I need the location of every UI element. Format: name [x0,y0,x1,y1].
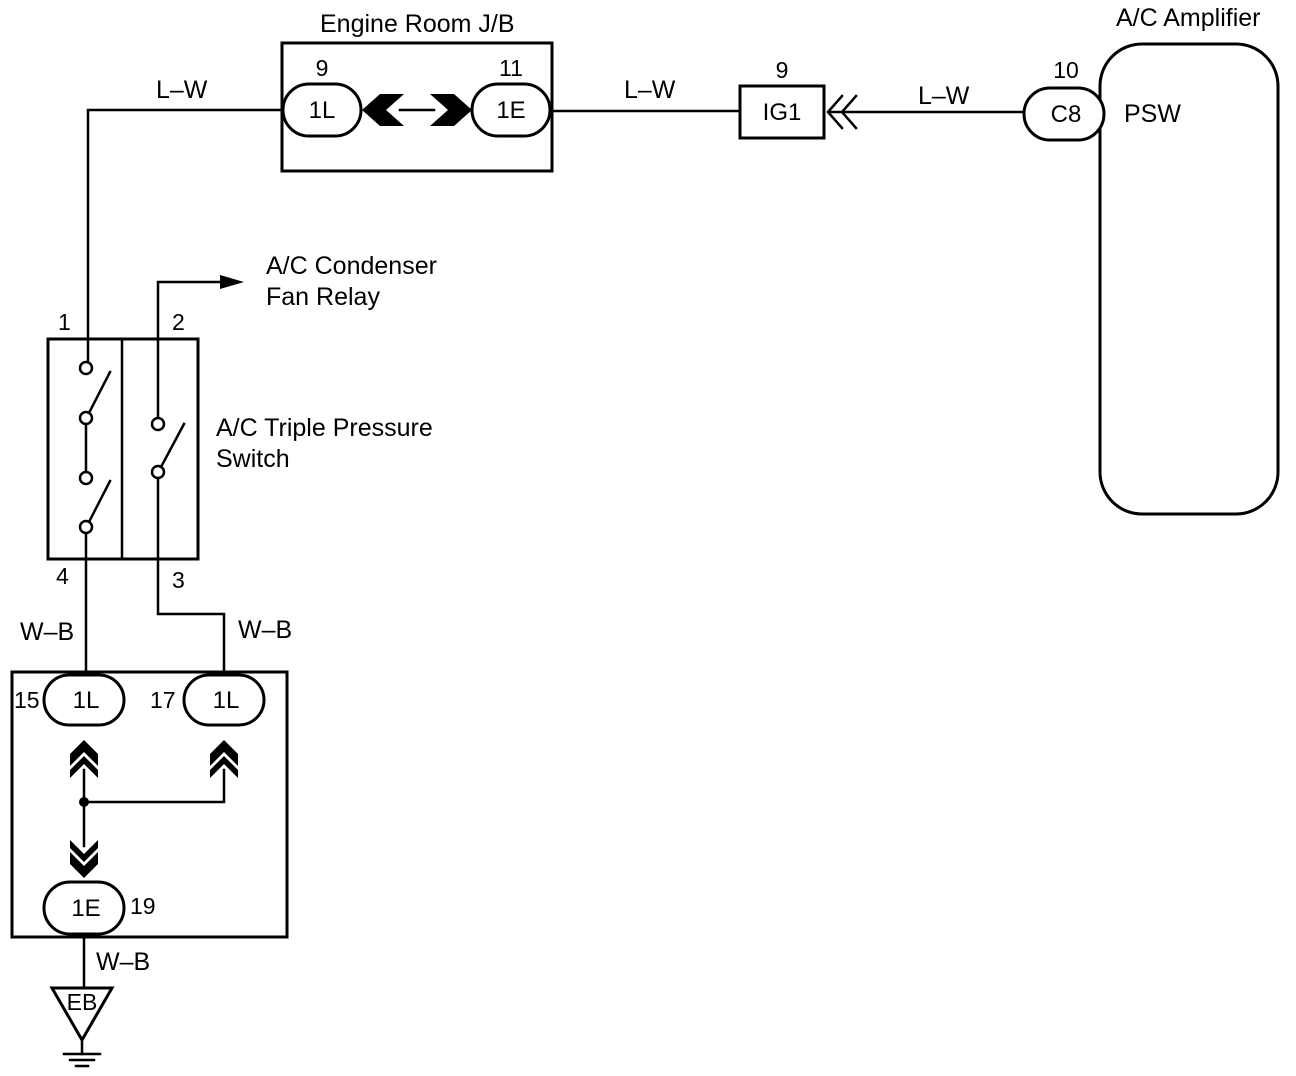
lower-connector-1l-b-code: 1L [213,687,240,714]
jb-internal-link [362,94,472,126]
switch-pin-3: 3 [172,567,185,593]
lower-connector-1l-a-code: 1L [73,687,100,714]
wire-fan-relay [156,280,234,422]
ground-triangle-icon [49,986,115,1044]
lower-connector-1l-a-shape [42,673,126,727]
fan-relay-arrow-icon [220,275,244,289]
lower-connector-1e-code: 1E [71,895,100,922]
jb-connector-1l-pin: 9 [316,55,329,81]
lower-wires: W–B W–B [20,557,292,674]
wire-top-left-color: L–W [156,76,208,104]
c8-pin: 10 [1053,57,1079,83]
fan-relay-label-line1: A/C Condenser [266,252,437,280]
jb-right-chevron-icon [430,94,472,126]
switch-blade [87,370,112,415]
jb-connector-1e: 1E 11 [470,55,552,138]
lower-connector-1e-pin: 19 [130,893,156,919]
lower-connector-1l-b-shape [182,673,266,727]
switch-label-line2: Switch [216,445,290,473]
switch-blade [87,479,112,524]
switch-pin-1: 1 [58,309,71,335]
lower-jb-box [10,670,289,939]
ig1-code: IG1 [763,99,802,126]
c8-connector: C8 10 [1022,57,1106,142]
lower-connector-1l-a-pin: 15 [14,687,40,713]
wire-ground-color: W–B [96,948,150,976]
ig1-arrow-icon [826,94,844,130]
wire-sw-right-color: W–B [238,616,292,644]
switch-contact [150,416,166,432]
jb-connector-1e-code: 1E [496,97,525,124]
ac-amplifier-label: A/C Amplifier [1116,4,1260,32]
ac-amplifier-box [1098,42,1280,516]
psw-label: PSW [1124,100,1181,128]
lower-connector-1l-b-pin: 17 [150,687,176,713]
switch-contact [78,470,94,486]
triple-pressure-switch: 1 2 3 4 A/C Triple Pressure Switch [46,309,433,593]
ig1-pin: 9 [776,57,789,83]
ground-label: EB [67,989,98,1015]
switch-pin-4: 4 [56,563,69,589]
switch-pin-2: 2 [172,309,185,335]
jb-connector-1e-pin: 11 [499,55,523,81]
wire-right-color: L–W [918,82,970,110]
engine-room-jb: Engine Room J/B [280,10,554,173]
jb-connector-1l: 1L 9 [281,55,363,138]
top-wires: L–W L–W L–W [86,76,1026,367]
c8-shape [1022,86,1106,142]
wire-sw-right [156,557,226,674]
splice-dot-icon [79,797,89,807]
ac-amplifier: A/C Amplifier PSW [1098,4,1280,516]
switch-label-line1: A/C Triple Pressure [216,414,433,442]
switch-contact [78,519,94,535]
c8-code: C8 [1051,101,1082,128]
lower-junction-block: 1L 15 1L 17 1E 19 [10,670,289,939]
wire-mid-color: L–W [624,76,676,104]
switch-contact [78,360,94,376]
engine-room-jb-label: Engine Room J/B [320,10,515,38]
lower-internal-b [82,768,226,804]
switch-contact [150,464,166,480]
ground: W–B EB [49,932,150,1068]
switch-blade [159,422,186,469]
jb-connector-1l-code: 1L [309,97,336,124]
switch-contact [78,410,94,426]
wire-sw-left-color: W–B [20,618,74,646]
wire-top-left [86,108,285,367]
jb-left-chevron-icon [362,94,404,126]
fan-relay-label-line2: Fan Relay [266,283,380,311]
ig1-connector: IG1 9 [738,57,858,140]
condenser-fan-relay: A/C Condenser Fan Relay [156,252,437,422]
